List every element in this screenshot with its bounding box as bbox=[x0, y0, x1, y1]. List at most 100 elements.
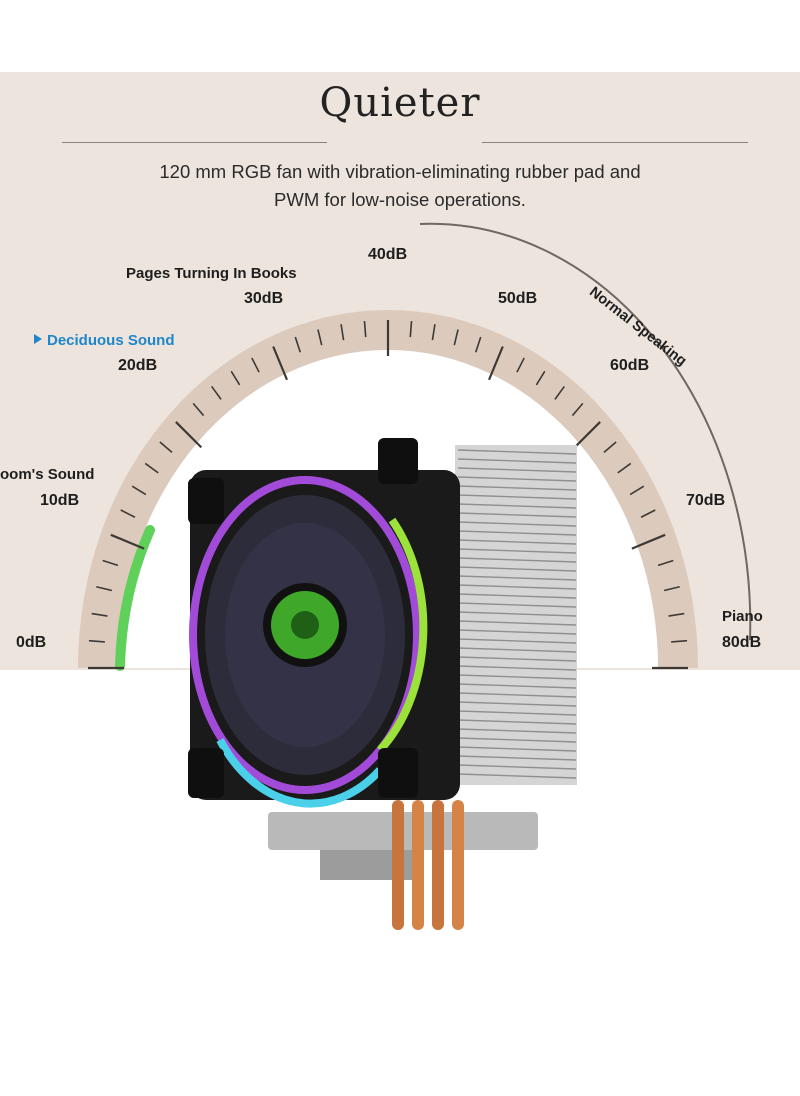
minor-tick bbox=[453, 329, 459, 346]
heatsink-fin bbox=[457, 467, 577, 473]
cpu-cooler-image bbox=[188, 438, 577, 930]
minor-tick bbox=[535, 370, 546, 386]
heatsink-fin bbox=[457, 638, 577, 644]
major-tick bbox=[272, 346, 288, 381]
heatsink-fin bbox=[457, 647, 577, 653]
caption-deciduous-sound: Deciduous Sound bbox=[34, 332, 175, 349]
heatsink-fin bbox=[457, 494, 577, 500]
minor-tick bbox=[409, 321, 413, 338]
heatsink-fin bbox=[457, 449, 577, 455]
minor-tick bbox=[603, 441, 617, 453]
scale-track bbox=[78, 310, 698, 668]
heatsink-fin bbox=[457, 602, 577, 608]
heatsink-fin bbox=[457, 548, 577, 554]
subtitle-line-1: 120 mm RGB fan with vibration-eliminatin… bbox=[159, 161, 641, 182]
heatsink-fin bbox=[457, 773, 577, 779]
heatsink-fin bbox=[457, 566, 577, 572]
heatsink-fin bbox=[457, 719, 577, 725]
scale-label-30db: 30dB bbox=[244, 290, 284, 307]
outer-guide-arc bbox=[419, 222, 752, 641]
minor-tick bbox=[571, 402, 584, 417]
major-tick bbox=[631, 533, 666, 550]
subtitle-line-2: PWM for low-noise operations. bbox=[274, 189, 526, 210]
heatsink-fin bbox=[457, 503, 577, 509]
heatsink-fin bbox=[457, 692, 577, 698]
minor-tick bbox=[640, 509, 656, 518]
heatsink-fin bbox=[457, 665, 577, 671]
minor-tick bbox=[102, 559, 119, 567]
caption-piano: Piano bbox=[722, 608, 763, 625]
minor-tick bbox=[230, 370, 241, 386]
minor-tick bbox=[159, 441, 173, 453]
scale-label-80db: 80dB bbox=[722, 634, 762, 651]
heatsink-fin bbox=[457, 737, 577, 743]
minor-tick bbox=[474, 336, 482, 353]
minor-tick bbox=[91, 612, 108, 617]
heatsink-fin bbox=[457, 674, 577, 680]
minor-tick bbox=[211, 385, 222, 400]
scale-label-20db: 20dB bbox=[118, 357, 158, 374]
scale-label-50db: 50dB bbox=[498, 290, 538, 307]
minor-tick bbox=[88, 639, 105, 643]
minor-tick bbox=[120, 509, 136, 518]
page-title: Quieter bbox=[319, 80, 481, 126]
minor-tick bbox=[96, 585, 113, 592]
heatsink-fin bbox=[457, 656, 577, 662]
scale-label-60db: 60dB bbox=[610, 357, 650, 374]
minor-tick bbox=[431, 324, 436, 341]
heatsink-fin bbox=[457, 764, 577, 770]
major-tick bbox=[488, 346, 504, 381]
major-tick bbox=[175, 421, 203, 449]
heatsink-fin bbox=[457, 557, 577, 563]
heatsink-fin bbox=[457, 629, 577, 635]
heatsink-fin bbox=[457, 458, 577, 464]
heatsink-fin bbox=[457, 611, 577, 617]
caption-pages-turning: Pages Turning In Books bbox=[126, 265, 297, 282]
minor-tick bbox=[516, 357, 525, 373]
subtitle: 120 mm RGB fan with vibration-eliminatin… bbox=[60, 158, 740, 214]
minor-tick bbox=[192, 402, 205, 417]
caption-room-sound: oom's Sound bbox=[0, 466, 95, 483]
heatsink-fin bbox=[457, 512, 577, 518]
minor-tick bbox=[294, 336, 302, 353]
minor-tick bbox=[144, 462, 159, 474]
heatsink-fin bbox=[457, 728, 577, 734]
heatsink-fin bbox=[457, 710, 577, 716]
scale-label-10db: 10dB bbox=[40, 492, 80, 509]
minor-tick bbox=[131, 485, 147, 496]
scale-label-40db: 40dB bbox=[368, 246, 408, 263]
title-divider-right bbox=[482, 142, 748, 143]
major-tick bbox=[573, 421, 601, 449]
heatsink-fin bbox=[457, 584, 577, 590]
heatsink-fin bbox=[457, 539, 577, 545]
minor-tick bbox=[340, 324, 345, 341]
minor-tick bbox=[554, 385, 565, 400]
scale-label-0db: 0dB bbox=[16, 634, 47, 651]
major-tick bbox=[110, 533, 145, 550]
heatsink-fin bbox=[457, 746, 577, 752]
heatsink-fin bbox=[457, 476, 577, 482]
scale-label-70db: 70dB bbox=[686, 492, 726, 509]
rgb-ring bbox=[189, 476, 421, 794]
level-highlight-arc bbox=[115, 525, 155, 671]
heatsink-fin bbox=[457, 683, 577, 689]
minor-tick bbox=[657, 559, 674, 567]
heatsink-fin bbox=[457, 530, 577, 536]
heatsink-fin bbox=[457, 575, 577, 581]
minor-tick bbox=[629, 485, 645, 496]
heatsink-fin bbox=[457, 701, 577, 707]
minor-tick bbox=[617, 462, 632, 474]
heatsink-fin bbox=[457, 620, 577, 626]
minor-tick bbox=[363, 321, 367, 338]
play-arrow-icon bbox=[34, 334, 42, 344]
copper-heatpipes bbox=[392, 800, 464, 930]
heatsink-fin bbox=[457, 593, 577, 599]
caption-deciduous-text: Deciduous Sound bbox=[47, 332, 175, 349]
minor-tick bbox=[251, 357, 260, 373]
minor-tick bbox=[668, 612, 685, 617]
heatsink-fin bbox=[457, 521, 577, 527]
tick-marks bbox=[88, 320, 688, 670]
minor-tick bbox=[663, 585, 680, 592]
title-divider-left bbox=[62, 142, 327, 143]
